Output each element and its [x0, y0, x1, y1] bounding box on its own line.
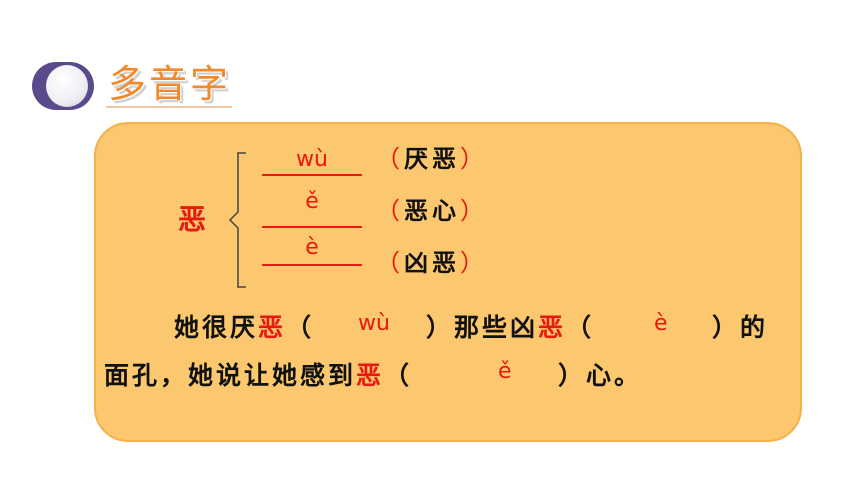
sentence-line-2: 面孔，她说让她感到恶（: [104, 360, 412, 392]
reading-3-pinyin: è: [305, 235, 319, 260]
paren-open: （: [376, 197, 404, 225]
paren-close: ）: [460, 249, 488, 277]
title-underline: [106, 106, 232, 108]
paren-close: ）: [460, 145, 488, 173]
sentence-text: ）心。: [558, 361, 643, 390]
bullet-light-circle: [46, 65, 88, 107]
answer-2: è: [654, 311, 668, 336]
answer-1: wù: [358, 311, 390, 336]
polyphonic-character: 恶: [178, 203, 207, 236]
sentence-highlight: 恶: [356, 361, 385, 390]
sentence-line-1-mid: ）那些凶恶（: [426, 312, 594, 344]
brace-icon: [228, 152, 246, 288]
sentence-text: （: [286, 313, 315, 342]
sentence-text: 面孔，她说让她感到: [104, 361, 357, 390]
sentence-text: （: [566, 313, 595, 342]
reading-3-word: （凶恶）: [376, 248, 488, 278]
reading-2-pinyin: ě: [305, 189, 319, 214]
reading-1-blank-line: [262, 174, 362, 176]
content-panel: [94, 122, 802, 442]
sentence-highlight: 恶: [538, 313, 567, 342]
sentence-highlight: 恶: [258, 313, 287, 342]
word-text: 恶心: [404, 197, 460, 225]
title-bullet-icon: [32, 62, 94, 110]
reading-2-blank-line: [262, 226, 362, 228]
paren-close: ）: [460, 197, 488, 225]
word-text: 凶恶: [404, 249, 460, 277]
reading-3-blank-line: [262, 264, 362, 266]
sentence-line-1-end: ）的: [712, 312, 768, 344]
sentence-text: ）的: [712, 313, 769, 342]
sentence-line-1: 她很厌恶（: [174, 312, 314, 344]
answer-3: ě: [498, 359, 512, 384]
slide-title: 多音字: [108, 62, 232, 106]
reading-2-word: （恶心）: [376, 196, 488, 226]
reading-1-word: （厌恶）: [376, 144, 488, 174]
sentence-text: ）那些凶: [426, 313, 539, 342]
reading-1-pinyin: wù: [296, 147, 328, 172]
paren-open: （: [376, 249, 404, 277]
sentence-line-2-end: ）心。: [558, 360, 642, 392]
sentence-text: 她很厌: [174, 313, 259, 342]
sentence-text: （: [384, 361, 413, 390]
word-text: 厌恶: [404, 145, 460, 173]
paren-open: （: [376, 145, 404, 173]
